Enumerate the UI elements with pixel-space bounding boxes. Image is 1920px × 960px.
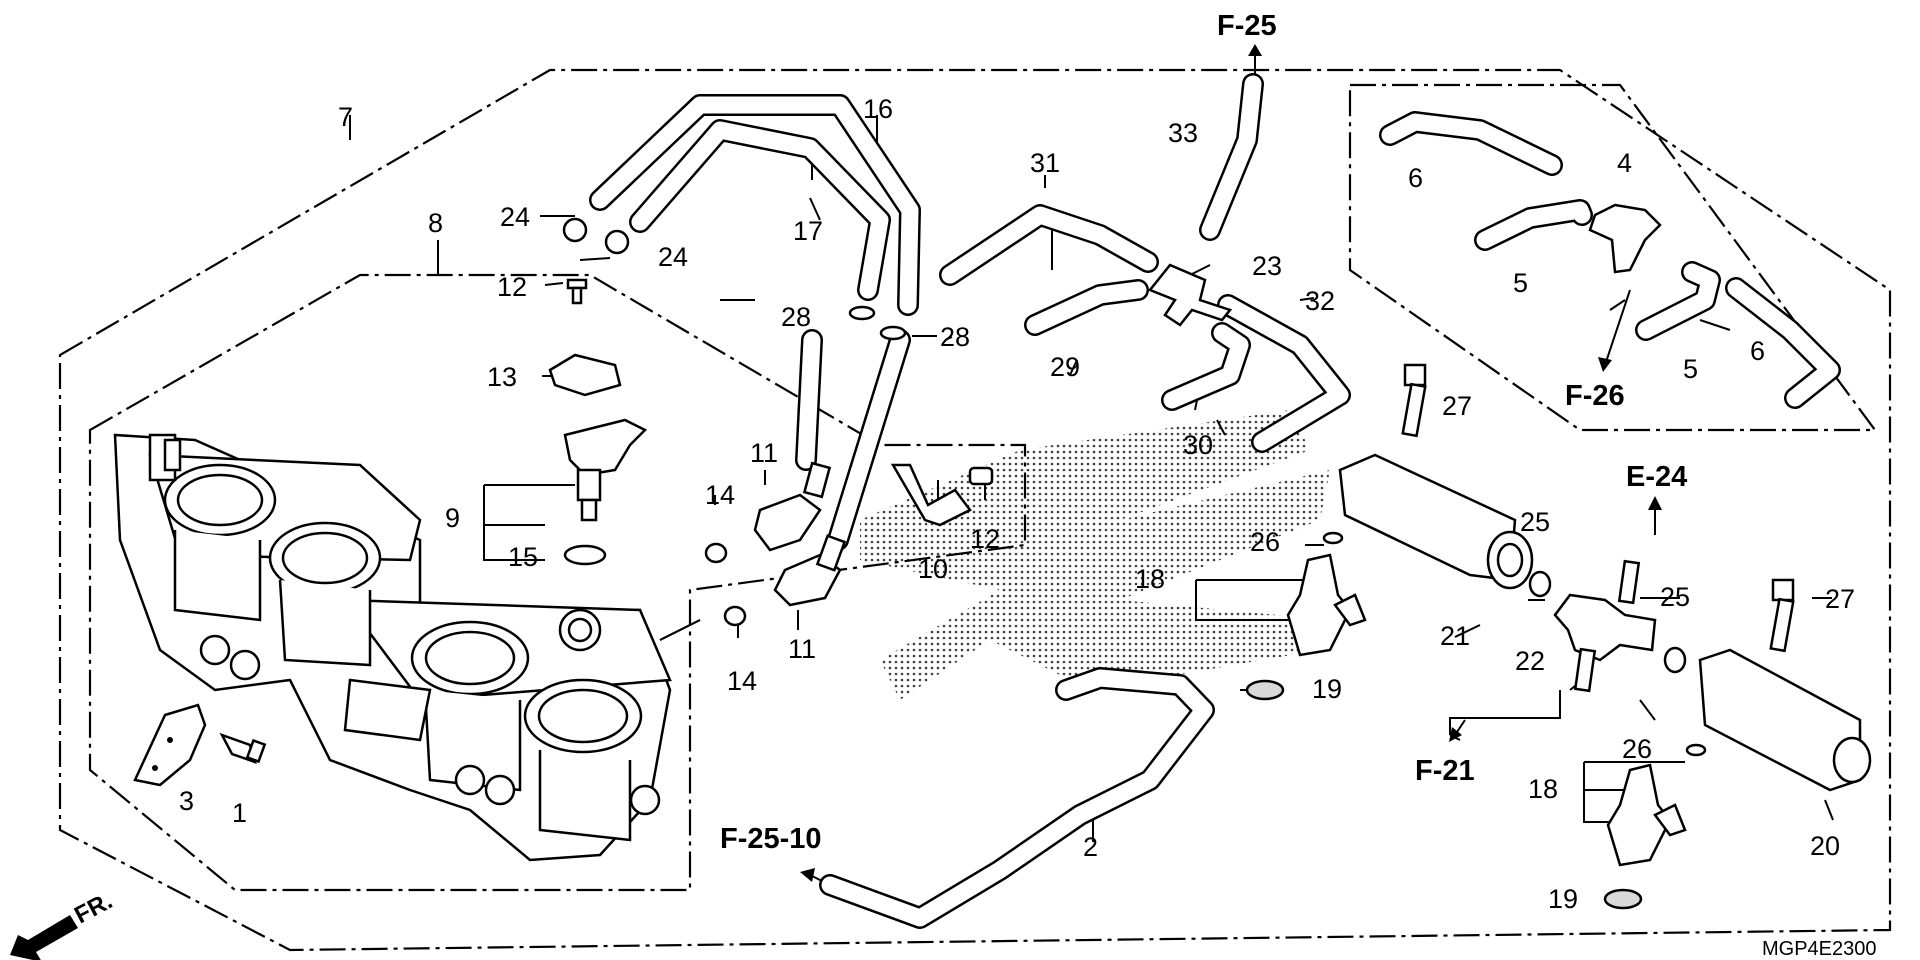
callout-26b: 26 [1622, 734, 1652, 764]
assembly-boundary-outlines [58, 68, 1892, 952]
callout-27b: 27 [1825, 584, 1855, 614]
callout-14b: 14 [727, 666, 757, 696]
diagram-code: MGP4E2300 [1762, 938, 1877, 960]
callout-20: 20 [1810, 831, 1840, 861]
callout-26a: 26 [1250, 527, 1280, 557]
callout-12a: 12 [497, 272, 527, 302]
callout-13: 13 [487, 362, 517, 392]
callout-19a: 19 [1312, 674, 1342, 704]
callout-25b: 25 [1660, 582, 1690, 612]
callout-27a: 27 [1442, 391, 1472, 421]
ref-e24: E-24 [1626, 461, 1687, 493]
callout-18a: 18 [1135, 564, 1165, 594]
callout-5b: 5 [1683, 354, 1698, 384]
callout-33: 33 [1168, 118, 1198, 148]
callout-17: 17 [793, 216, 823, 246]
callout-30: 30 [1183, 430, 1213, 460]
callout-4: 4 [1617, 148, 1632, 178]
callout-24a: 24 [500, 202, 530, 232]
callout-1: 1 [232, 798, 247, 828]
callout-22: 22 [1515, 646, 1545, 676]
reference-arrows [800, 44, 1662, 886]
front-direction-arrow [10, 915, 78, 960]
callout-23: 23 [1252, 251, 1282, 281]
callout-28b: 28 [940, 322, 970, 352]
callout-5a: 5 [1513, 268, 1528, 298]
callout-32: 32 [1305, 286, 1335, 316]
callout-21: 21 [1440, 621, 1470, 651]
bracket-part-3 [133, 703, 207, 787]
reference-labels: F-25 F-26 F-21 F-25-10 E-24 FR. MGP4E230… [70, 10, 1876, 960]
ref-f26: F-26 [1565, 380, 1625, 412]
callout-10: 10 [918, 554, 948, 584]
callout-28a: 28 [781, 302, 811, 332]
front-label: FR. [70, 887, 117, 929]
callout-labels: 7 8 16 17 24 24 12 13 9 15 28 28 31 33 2… [179, 94, 1855, 914]
callout-24b: 24 [658, 242, 688, 272]
callout-16: 16 [863, 94, 893, 124]
callout-6b: 6 [1750, 336, 1765, 366]
small-components [10, 203, 1872, 960]
ref-f21: F-21 [1415, 755, 1475, 787]
callout-2: 2 [1083, 832, 1098, 862]
callout-9: 9 [445, 503, 460, 533]
callout-29: 29 [1050, 352, 1080, 382]
callout-11a: 11 [750, 438, 778, 468]
callout-15: 15 [508, 542, 538, 572]
callout-7: 7 [338, 102, 353, 132]
callout-12b: 12 [970, 524, 1000, 554]
hoses [589, 73, 1841, 929]
callout-3: 3 [179, 786, 194, 816]
callout-25a: 25 [1520, 507, 1550, 537]
ref-f25-10: F-25-10 [720, 823, 822, 855]
callout-19b: 19 [1548, 884, 1578, 914]
callout-11b: 11 [788, 634, 816, 664]
callout-31: 31 [1030, 148, 1060, 178]
ref-f25: F-25 [1217, 10, 1277, 42]
throttle-body-assembly [113, 433, 672, 862]
callout-18b: 18 [1528, 774, 1558, 804]
callout-8: 8 [428, 208, 443, 238]
callout-6a: 6 [1408, 163, 1423, 193]
callout-14a: 14 [705, 480, 735, 510]
